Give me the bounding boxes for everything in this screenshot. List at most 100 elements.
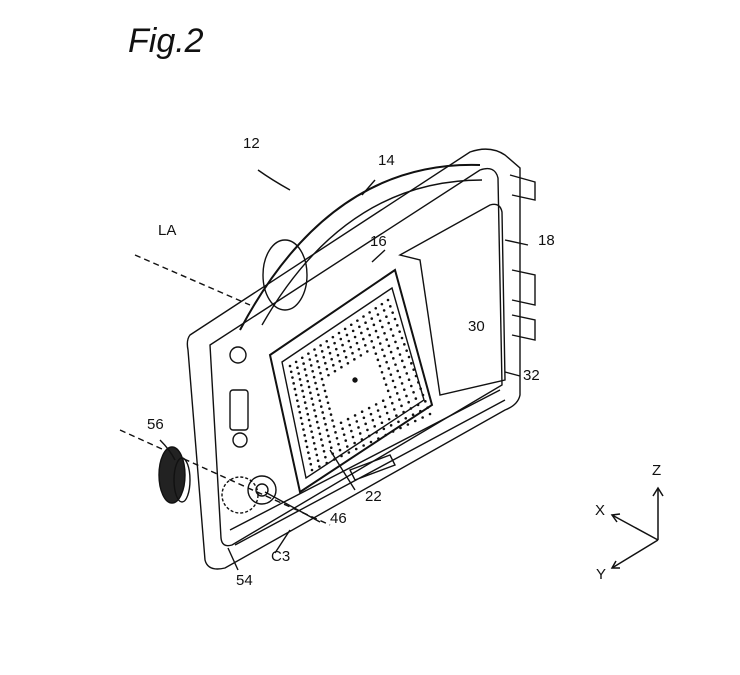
frame-inner xyxy=(209,167,503,547)
sensor-dot xyxy=(344,439,348,442)
sensor-dot xyxy=(340,454,343,458)
sensor-dot xyxy=(307,418,311,422)
sensor-dot xyxy=(297,405,300,408)
sensor-dot xyxy=(291,376,294,379)
sensor-dot xyxy=(333,369,337,373)
sensor-dot xyxy=(305,373,308,377)
sensor-dot xyxy=(385,360,388,364)
sensor-dot xyxy=(357,426,360,429)
sensor-dot xyxy=(353,335,357,339)
sensor-dot xyxy=(322,355,326,359)
sensor-dot xyxy=(310,468,314,472)
sensor-dot xyxy=(338,359,342,363)
sensor-dot xyxy=(357,347,361,351)
sensor-dot xyxy=(400,359,404,363)
sensor-dot xyxy=(327,373,330,377)
sensor-dot xyxy=(382,377,386,380)
sensor-dot xyxy=(421,393,425,397)
sensor-dot xyxy=(348,423,351,427)
sensor-dot xyxy=(391,334,395,337)
sensor-dot xyxy=(414,374,418,378)
sensor-dot xyxy=(364,422,367,426)
sensor-dot xyxy=(410,384,413,388)
sensor-dot xyxy=(405,372,409,375)
sensor-dot xyxy=(302,428,305,431)
sensor-dot xyxy=(322,417,326,420)
sensor-dot xyxy=(347,339,351,343)
sensor-dot xyxy=(310,397,314,400)
sensor-dot xyxy=(294,360,298,364)
sensor-dot xyxy=(313,409,316,412)
label-16: 16 xyxy=(370,233,387,250)
sensor-dot xyxy=(421,416,424,419)
sensor-dot xyxy=(317,426,320,430)
sensor-dot xyxy=(288,364,292,368)
sensor-dot xyxy=(360,410,364,414)
sensor-dot xyxy=(339,337,343,341)
sensor-dot xyxy=(355,420,359,423)
sensor-dot xyxy=(302,395,306,399)
sensor-dot xyxy=(316,459,320,462)
sensor-dot xyxy=(310,430,313,433)
sensor-dot xyxy=(318,465,321,468)
sensor-dot xyxy=(368,311,371,314)
sensor-dot xyxy=(299,416,303,420)
axis-y-label: Y xyxy=(596,566,607,583)
sensor-dot xyxy=(324,422,327,426)
sensor-dot xyxy=(320,350,324,353)
sensor-dot xyxy=(387,344,391,348)
rear-disc xyxy=(262,239,308,311)
sensor-dot xyxy=(355,341,359,345)
sensor-dot xyxy=(328,407,331,410)
sensor-dot xyxy=(301,389,304,393)
sensor-dot xyxy=(321,411,324,414)
sensor-dot xyxy=(314,381,317,385)
sensor-dot xyxy=(391,430,395,433)
label-54: 54 xyxy=(236,572,253,589)
figure-title: Fig.2 xyxy=(128,22,204,60)
label-la: LA xyxy=(158,222,177,239)
sensor-dot xyxy=(372,323,376,327)
sensor-dot xyxy=(334,347,338,351)
sensor-dot xyxy=(391,311,394,314)
sensor-dot xyxy=(383,332,386,335)
sensor-dot xyxy=(336,353,340,357)
sensor-dot xyxy=(364,321,367,324)
label-32: 32 xyxy=(523,367,540,384)
sensor-dot xyxy=(346,445,349,448)
sensor-dot xyxy=(399,426,402,430)
sensor-dot xyxy=(316,360,319,363)
sensor-dot xyxy=(327,345,330,349)
sensor-dot xyxy=(337,331,341,335)
sensor-dot xyxy=(302,362,305,365)
sensor-dot xyxy=(298,378,302,381)
sensor-dot xyxy=(326,401,330,405)
axis-x-label: X xyxy=(595,502,606,519)
sensor-dot xyxy=(347,451,351,454)
sensor-dot xyxy=(378,319,382,323)
sensor-dot xyxy=(410,362,413,365)
frame-tabs xyxy=(509,174,536,341)
sensor-dot xyxy=(382,309,386,312)
sensor-dot xyxy=(407,378,411,382)
sensor-dot xyxy=(325,395,328,399)
sensor-dot xyxy=(380,421,384,425)
sensor-dot xyxy=(313,348,316,351)
sensor-dot xyxy=(414,397,418,400)
sensor-dot xyxy=(324,361,327,365)
sensor-dot xyxy=(331,419,334,422)
sensor-dot xyxy=(351,435,355,439)
sensor-dot xyxy=(296,399,299,402)
sensor-dot xyxy=(358,325,361,329)
label-46: 46 xyxy=(330,510,347,527)
sensor-dot-grid xyxy=(288,298,432,472)
sensor-dot xyxy=(305,407,308,410)
sensor-dot xyxy=(364,343,367,347)
sensor-dot xyxy=(289,370,293,374)
sensor-dot xyxy=(369,440,373,444)
sensor-dot xyxy=(376,313,380,316)
sensor-dot xyxy=(376,409,380,412)
sensor-dot xyxy=(351,351,354,355)
sensor-dot xyxy=(340,365,343,369)
sensor-dot xyxy=(293,387,297,391)
